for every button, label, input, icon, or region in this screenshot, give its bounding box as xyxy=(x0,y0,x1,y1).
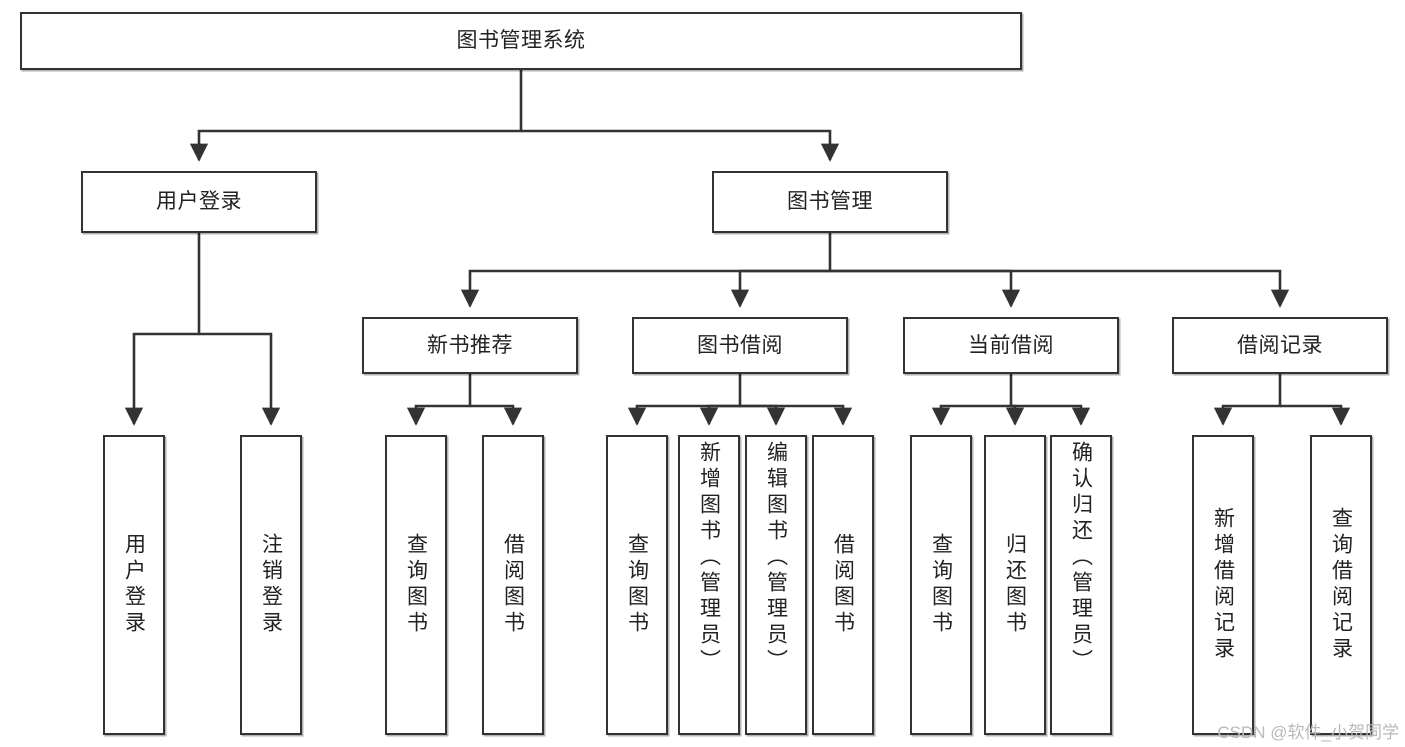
edge-user-login-to-leaf-user-login xyxy=(124,233,201,426)
node-leaf-borrow-book-1-label: 借阅图书 xyxy=(501,533,525,637)
node-leaf-return-book-label: 归还图书 xyxy=(1003,533,1027,637)
node-leaf-borrow-book-2-label: 借阅图书 xyxy=(831,533,855,637)
edge-current-borrow-to-confirm-return-admin xyxy=(1011,404,1091,426)
edge-borrow-record-to-add-borrow-record xyxy=(1213,374,1282,426)
node-root[interactable]: 图书管理系统 xyxy=(20,12,1022,70)
edge-book-borrow-to-query-book xyxy=(627,374,742,426)
node-leaf-query-book-3-label: 查询图书 xyxy=(929,533,953,637)
edge-book-manage-to-current-borrow xyxy=(830,269,1021,308)
edge-book-borrow-to-borrow-book xyxy=(740,404,853,426)
node-leaf-edit-book-admin-label: 编辑图书（管理员） xyxy=(764,441,788,675)
node-book-manage-label: 图书管理 xyxy=(787,190,873,214)
edge-new-book-recommend-to-borrow-book xyxy=(470,404,523,426)
edge-book-borrow-to-add-book-admin xyxy=(699,404,740,426)
node-leaf-confirm-return-admin-label: 确认归还（管理员） xyxy=(1069,441,1093,675)
edge-book-borrow-to-edit-book-admin xyxy=(740,404,786,426)
node-user-login-label: 用户登录 xyxy=(156,190,242,214)
node-book-manage[interactable]: 图书管理 xyxy=(712,171,948,233)
node-current-borrow-label: 当前借阅 xyxy=(968,333,1054,357)
node-leaf-edit-book-admin[interactable]: 编辑图书（管理员） xyxy=(745,435,807,735)
node-leaf-query-borrow-record[interactable]: 查询借阅记录 xyxy=(1310,435,1372,735)
edge-new-book-recommend-to-query-book xyxy=(406,374,472,426)
node-leaf-add-borrow-record-label: 新增借阅记录 xyxy=(1211,507,1235,663)
node-book-borrow-label: 图书借阅 xyxy=(697,333,783,357)
edge-current-borrow-to-return-book xyxy=(1005,404,1025,426)
node-leaf-add-borrow-record[interactable]: 新增借阅记录 xyxy=(1192,435,1254,735)
node-leaf-add-book-admin[interactable]: 新增图书（管理员） xyxy=(678,435,740,735)
node-root-label: 图书管理系统 xyxy=(456,29,586,53)
node-leaf-query-book-1-label: 查询图书 xyxy=(404,533,428,637)
node-leaf-borrow-book-2[interactable]: 借阅图书 xyxy=(812,435,874,735)
node-leaf-borrow-book-1[interactable]: 借阅图书 xyxy=(482,435,544,735)
node-borrow-record[interactable]: 借阅记录 xyxy=(1172,317,1388,374)
node-leaf-logout-label: 注销登录 xyxy=(259,533,283,637)
node-new-book-recommend-label: 新书推荐 xyxy=(427,333,513,357)
node-leaf-add-book-admin-label: 新增图书（管理员） xyxy=(697,441,721,675)
edge-book-manage-to-new-book-recommend xyxy=(460,233,832,308)
node-leaf-logout[interactable]: 注销登录 xyxy=(240,435,302,735)
node-new-book-recommend[interactable]: 新书推荐 xyxy=(362,317,578,374)
node-borrow-record-label: 借阅记录 xyxy=(1237,333,1323,357)
edge-user-login-to-leaf-logout xyxy=(199,332,281,426)
edge-current-borrow-to-query-book xyxy=(931,374,1013,426)
edge-root-to-book-manage xyxy=(521,129,840,162)
node-leaf-user-login[interactable]: 用户登录 xyxy=(103,435,165,735)
node-leaf-return-book[interactable]: 归还图书 xyxy=(984,435,1046,735)
edge-borrow-record-to-query-borrow-record xyxy=(1280,404,1351,426)
node-leaf-query-book-2[interactable]: 查询图书 xyxy=(606,435,668,735)
node-book-borrow[interactable]: 图书借阅 xyxy=(632,317,848,374)
node-leaf-query-book-3[interactable]: 查询图书 xyxy=(910,435,972,735)
node-leaf-query-book-1[interactable]: 查询图书 xyxy=(385,435,447,735)
node-leaf-confirm-return-admin[interactable]: 确认归还（管理员） xyxy=(1050,435,1112,735)
node-leaf-query-borrow-record-label: 查询借阅记录 xyxy=(1329,507,1353,663)
node-user-login[interactable]: 用户登录 xyxy=(81,171,317,233)
node-leaf-user-login-label: 用户登录 xyxy=(122,533,146,637)
node-leaf-query-book-2-label: 查询图书 xyxy=(625,533,649,637)
edge-book-manage-to-borrow-record xyxy=(830,269,1290,308)
edge-book-manage-to-book-borrow xyxy=(730,269,830,308)
edge-root-to-user-login xyxy=(189,70,523,162)
node-current-borrow[interactable]: 当前借阅 xyxy=(903,317,1119,374)
